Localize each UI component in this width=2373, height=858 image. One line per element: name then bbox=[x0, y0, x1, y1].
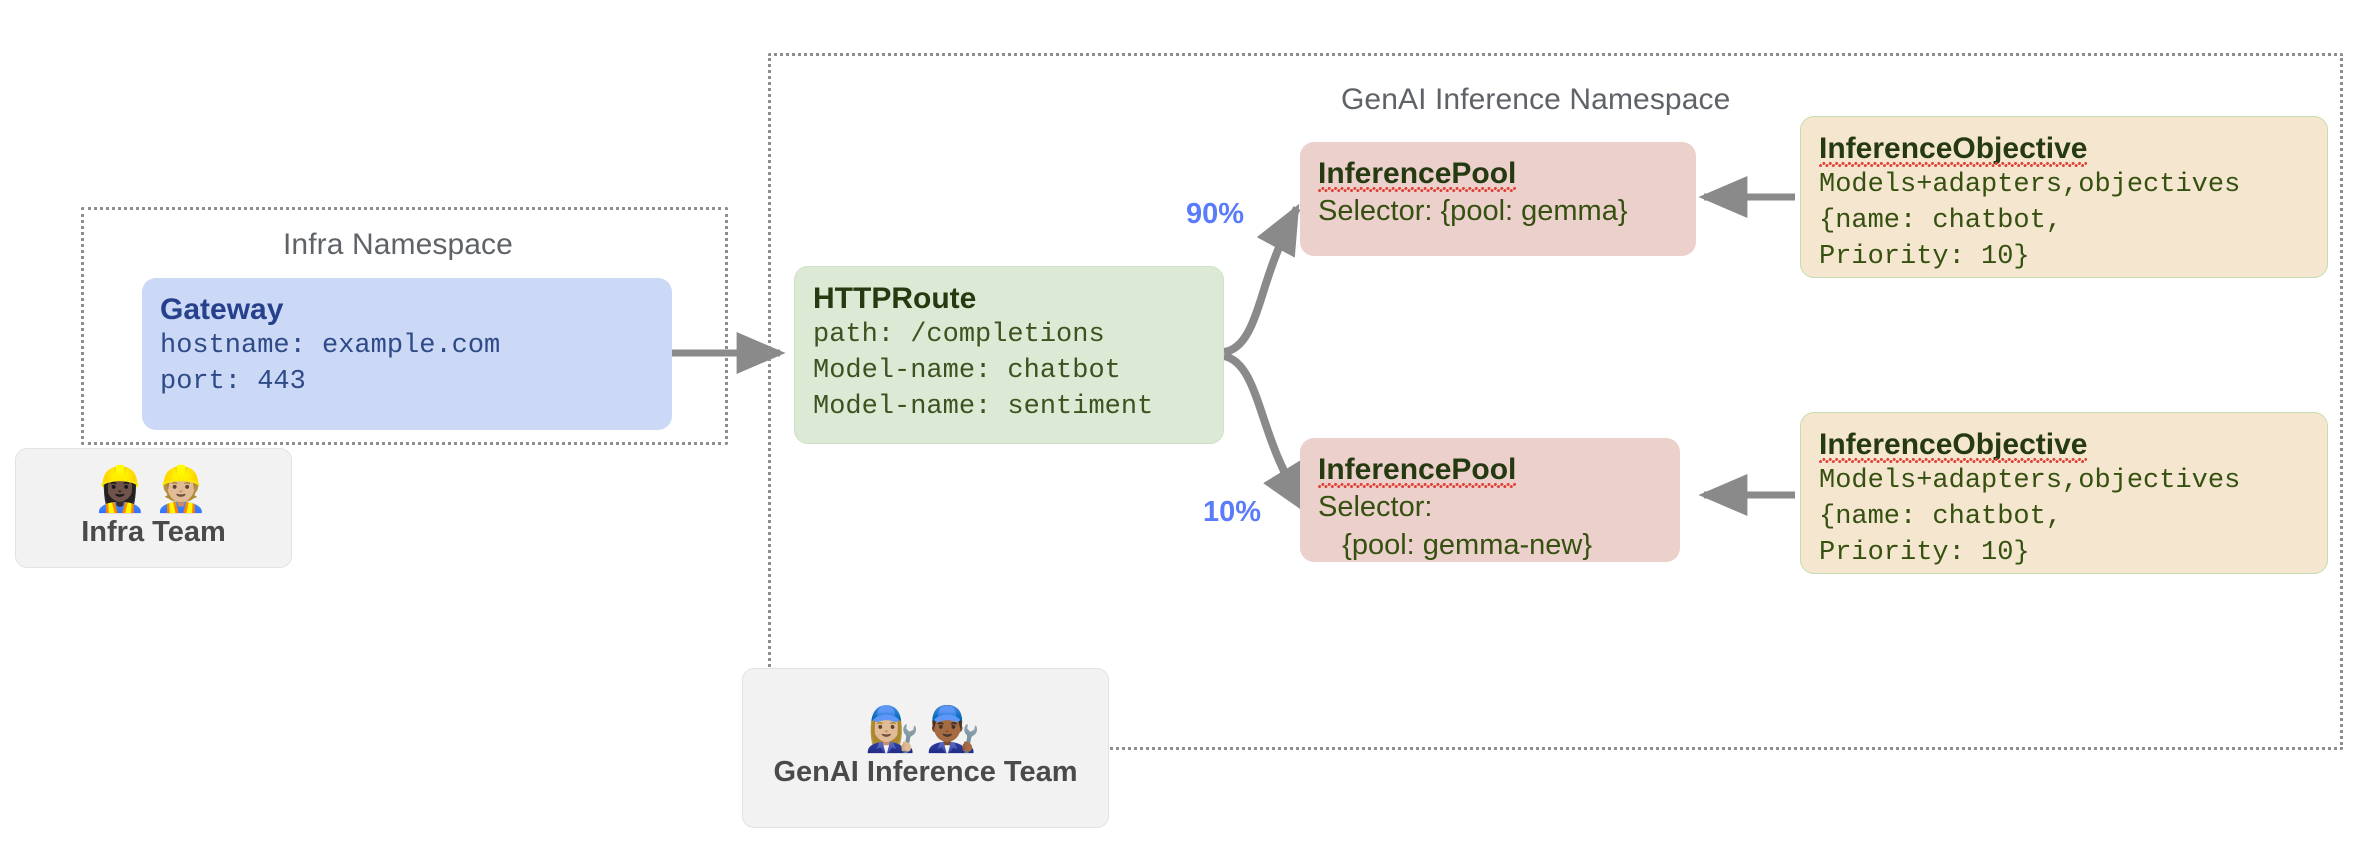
node-inferencepool-gemma-new-title: InferencePool bbox=[1318, 453, 1517, 489]
node-gateway[interactable]: Gateway hostname: example.com port: 443 bbox=[142, 278, 672, 430]
node-inferenceobjective-top-line-priority: Priority: 10} bbox=[1819, 242, 2030, 273]
infra-team-avatars: 👷🏿‍♀️👷🏼 bbox=[92, 463, 215, 515]
node-inferenceobjective-bottom-line-priority: Priority: 10} bbox=[1819, 538, 2030, 569]
node-inferencepool-gemma-new[interactable]: InferencePool Selector: {pool: gemma-new… bbox=[1300, 438, 1680, 562]
node-httproute-title: HTTPRoute bbox=[813, 282, 977, 315]
node-httproute-line-model-sentiment: Model-name: sentiment bbox=[813, 392, 1154, 423]
infra-team-label: Infra Team bbox=[81, 515, 226, 548]
team-card-infra[interactable]: 👷🏿‍♀️👷🏼 Infra Team bbox=[15, 448, 292, 568]
team-card-genai-inference[interactable]: 👩🏼‍🔧👨🏾‍🔧 GenAI Inference Team bbox=[742, 668, 1109, 828]
node-gateway-title: Gateway bbox=[160, 293, 284, 326]
node-inferenceobjective-bottom-line-name: {name: chatbot, bbox=[1819, 502, 2063, 533]
namespace-title-infra: Infra Namespace bbox=[283, 228, 513, 261]
node-gateway-line-port: port: 443 bbox=[160, 367, 306, 398]
node-inferenceobjective-bottom-line-models: Models+adapters,objectives bbox=[1819, 466, 2241, 497]
namespace-frame-genai bbox=[768, 53, 2343, 750]
node-inferenceobjective-bottom-title: InferenceObjective bbox=[1819, 428, 2088, 464]
node-inferenceobjective-bottom[interactable]: InferenceObjective Models+adapters,objec… bbox=[1800, 412, 2328, 574]
genai-inference-team-label: GenAI Inference Team bbox=[773, 755, 1078, 788]
edge-label-10-percent: 10% bbox=[1203, 496, 1262, 528]
node-inferenceobjective-top-line-models: Models+adapters,objectives bbox=[1819, 170, 2241, 201]
edge-label-90-percent: 90% bbox=[1186, 198, 1245, 230]
namespace-title-genai: GenAI Inference Namespace bbox=[1341, 83, 1731, 116]
node-gateway-line-hostname: hostname: example.com bbox=[160, 331, 501, 362]
node-inferenceobjective-top-line-name: {name: chatbot, bbox=[1819, 206, 2063, 237]
node-inferencepool-gemma-new-selector-value: {pool: gemma-new} bbox=[1318, 528, 1593, 561]
genai-inference-team-avatars: 👩🏼‍🔧👨🏾‍🔧 bbox=[864, 703, 987, 755]
node-inferencepool-gemma-new-selector-key: Selector: bbox=[1318, 491, 1433, 524]
node-httproute[interactable]: HTTPRoute path: /completions Model-name:… bbox=[794, 266, 1224, 444]
namespace-frame-infra bbox=[81, 207, 728, 445]
node-httproute-line-path: path: /completions bbox=[813, 320, 1105, 351]
node-inferenceobjective-top[interactable]: InferenceObjective Models+adapters,objec… bbox=[1800, 116, 2328, 278]
node-httproute-line-model-chatbot: Model-name: chatbot bbox=[813, 356, 1121, 387]
node-inferencepool-gemma-title: InferencePool bbox=[1318, 157, 1517, 193]
node-inferencepool-gemma-selector: Selector: {pool: gemma} bbox=[1318, 195, 1628, 228]
node-inferencepool-gemma[interactable]: InferencePool Selector: {pool: gemma} bbox=[1300, 142, 1696, 256]
node-inferenceobjective-top-title: InferenceObjective bbox=[1819, 132, 2088, 168]
